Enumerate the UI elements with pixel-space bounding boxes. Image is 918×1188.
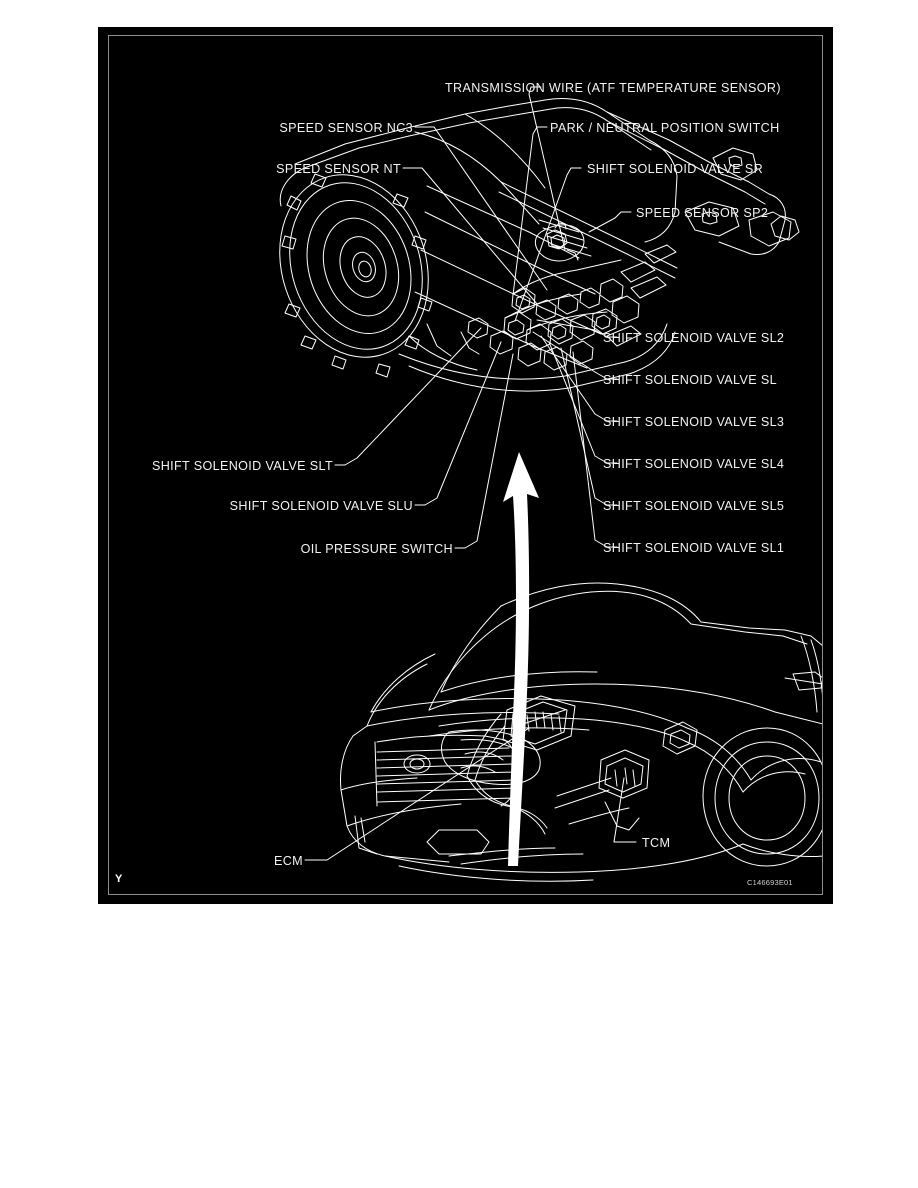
transfer-arrow xyxy=(503,452,539,866)
label-park-neutral-position-switch: PARK / NEUTRAL POSITION SWITCH xyxy=(550,121,780,135)
component-location-illustration xyxy=(279,86,822,882)
label-speed-sensor-nc3: SPEED SENSOR NC3 xyxy=(279,121,413,135)
label-speed-sensor-nt: SPEED SENSOR NT xyxy=(276,162,401,176)
leader-lines-transmission xyxy=(334,86,632,549)
label-transmission-wire: TRANSMISSION WIRE (ATF TEMPERATURE SENSO… xyxy=(445,81,781,95)
label-shift-solenoid-valve-sl1: SHIFT SOLENOID VALVE SL1 xyxy=(603,541,785,555)
label-shift-solenoid-valve-sl: SHIFT SOLENOID VALVE SL xyxy=(603,373,777,387)
label-ecm: ECM xyxy=(273,854,303,868)
label-speed-sensor-sp2: SPEED SENSOR SP2 xyxy=(636,206,769,220)
vehicle-illustration xyxy=(340,582,822,882)
figure-frame: SPEED SENSOR NC3 SPEED SENSOR NT SHIFT S… xyxy=(98,27,833,904)
label-oil-pressure-switch: OIL PRESSURE SWITCH xyxy=(300,542,453,556)
label-shift-solenoid-valve-sr: SHIFT SOLENOID VALVE SR xyxy=(587,162,764,176)
leader-lines-vehicle xyxy=(304,727,637,861)
label-shift-solenoid-valve-sl2: SHIFT SOLENOID VALVE SL2 xyxy=(603,331,785,345)
figure-inner-border: SPEED SENSOR NC3 SPEED SENSOR NT SHIFT S… xyxy=(108,35,823,895)
solenoid-cluster xyxy=(489,244,677,371)
label-shift-solenoid-valve-slt: SHIFT SOLENOID VALVE SLT xyxy=(151,459,333,473)
label-shift-solenoid-valve-slu: SHIFT SOLENOID VALVE SLU xyxy=(229,499,413,513)
figure-code: C146693E01 xyxy=(747,878,793,887)
corner-mark: Y xyxy=(115,873,123,885)
label-tcm: TCM xyxy=(642,836,671,850)
tcm-module xyxy=(598,749,650,799)
transmission-illustration xyxy=(279,98,800,392)
label-shift-solenoid-valve-sl3: SHIFT SOLENOID VALVE SL3 xyxy=(603,415,785,429)
label-shift-solenoid-valve-sl4: SHIFT SOLENOID VALVE SL4 xyxy=(603,457,785,471)
label-shift-solenoid-valve-sl5: SHIFT SOLENOID VALVE SL5 xyxy=(603,499,785,513)
ecm-module xyxy=(502,695,576,751)
